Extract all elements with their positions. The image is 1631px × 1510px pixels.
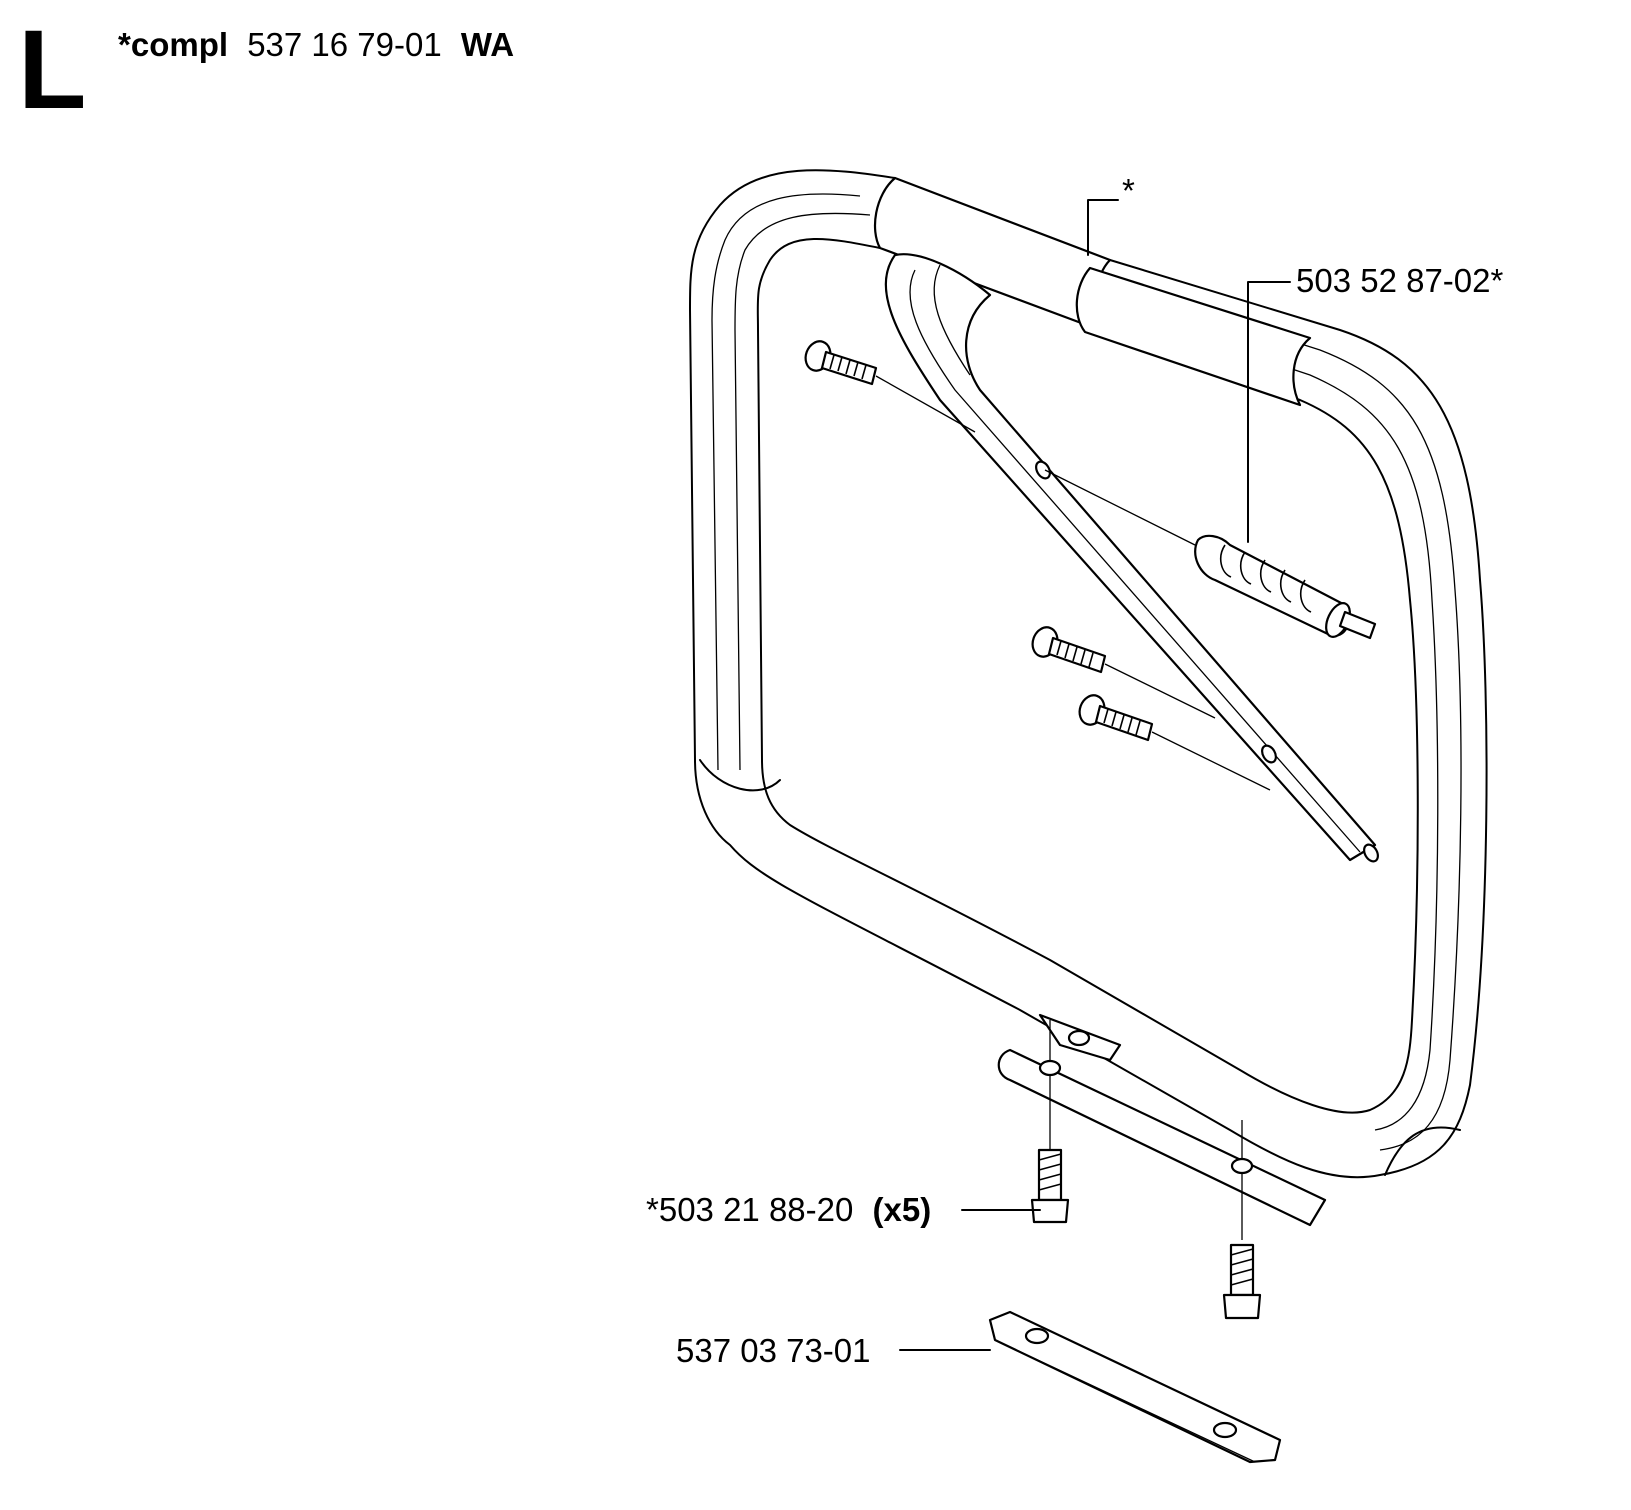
leader-lines (899, 199, 1291, 1351)
strut-screw-middle (1031, 626, 1216, 719)
assembly-title: *compl 537 16 79-01 WA (118, 26, 514, 63)
frame-bracket (997, 1013, 1327, 1227)
callout-plate: 537 03 73-01 (676, 1332, 871, 1369)
vibration-element (1044, 469, 1377, 640)
callout-screw-number: *503 21 88-20 (646, 1191, 853, 1228)
assembly-prefix: *compl (118, 26, 228, 63)
strut-screw-lower (1078, 694, 1271, 791)
bottom-plate (988, 1310, 1282, 1464)
callout-screw-qty: (x5) (873, 1191, 932, 1228)
assembly-suffix: WA (461, 26, 514, 63)
strut-screw-top (804, 340, 976, 433)
section-letter: L (18, 7, 86, 132)
bottom-screw-left (1030, 1075, 1070, 1224)
front-handle-frame (689, 169, 1488, 1179)
bottom-screw-right (1222, 1172, 1262, 1320)
support-strut (884, 253, 1379, 863)
assembly-part-number: 537 16 79-01 (247, 26, 442, 63)
callout-handle-grip: * (1122, 172, 1135, 209)
callout-screw: *503 21 88-20 (x5) (646, 1191, 931, 1228)
callout-vibration-element: 503 52 87-02* (1296, 262, 1504, 299)
